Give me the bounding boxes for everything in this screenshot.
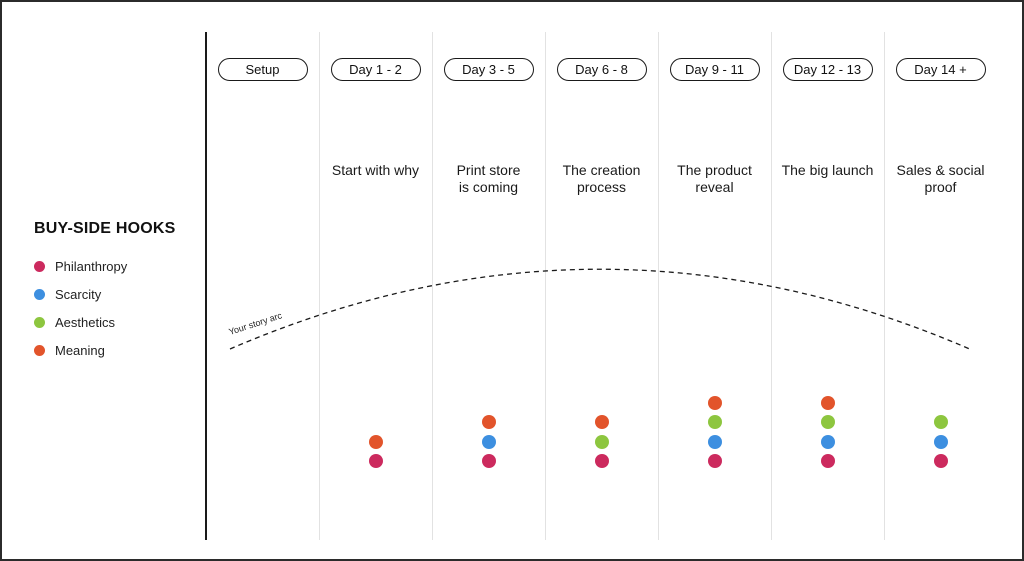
column-divider <box>432 32 433 540</box>
hook-dot-scarcity <box>481 434 496 449</box>
hook-dot-philanthropy <box>481 454 496 468</box>
stage-title: The product reveal <box>677 162 752 195</box>
stage-title: The creation process <box>562 162 641 195</box>
legend-label: Philanthropy <box>55 258 128 274</box>
hook-dot-aesthetics <box>594 434 609 449</box>
hook-dot-philanthropy <box>820 454 835 468</box>
legend-label: Scarcity <box>55 286 102 302</box>
legend-dot-scarcity <box>34 288 45 300</box>
hook-dot-meaning <box>481 415 496 429</box>
column-divider <box>884 32 885 540</box>
legend-title: BUY-SIDE HOOKS <box>34 220 176 237</box>
hook-dot-scarcity <box>820 434 835 449</box>
column-divider <box>545 32 546 540</box>
hook-dot-meaning <box>820 395 835 410</box>
timeline-axis <box>205 32 207 540</box>
legend-label: Meaning <box>55 342 105 358</box>
legend-item-meaning: Meaning <box>34 336 204 364</box>
column-divider <box>771 32 772 540</box>
column-divider <box>319 32 320 540</box>
stage-title: Start with why <box>331 162 420 178</box>
legend-dot-aesthetics <box>34 316 45 328</box>
stage-pill: Day 1 - 2 <box>330 58 421 81</box>
stage-pill: Day 9 - 11 <box>669 58 760 81</box>
legend-item-scarcity: Scarcity <box>34 280 204 308</box>
hook-dot-aesthetics <box>820 415 835 429</box>
legend-label: Aesthetics <box>55 314 115 330</box>
story-arc-label: Your story arc <box>228 310 284 337</box>
stage-pill: Setup <box>217 58 308 81</box>
legend-dot-meaning <box>34 344 45 356</box>
hook-dot-aesthetics <box>933 415 948 429</box>
hook-dot-meaning <box>368 434 383 449</box>
hook-dot-philanthropy <box>368 454 383 468</box>
hook-dot-scarcity <box>933 434 948 449</box>
column-divider <box>658 32 659 540</box>
hook-dot-meaning <box>707 395 722 410</box>
stage-pill: Day 14 + <box>895 58 986 81</box>
hook-dot-aesthetics <box>707 415 722 429</box>
hook-dot-scarcity <box>707 434 722 449</box>
stage-title: The big launch <box>781 162 874 178</box>
stage-pill: Day 12 - 13 <box>782 58 873 81</box>
hook-dot-philanthropy <box>594 454 609 468</box>
legend-dot-philanthropy <box>34 260 45 272</box>
stage-pill: Day 3 - 5 <box>443 58 534 81</box>
stage-title: Print store is coming <box>456 162 521 195</box>
legend-item-philanthropy: Philanthropy <box>34 252 204 280</box>
stage-pill: Day 6 - 8 <box>556 58 647 81</box>
hook-dot-philanthropy <box>933 454 948 468</box>
hook-dot-meaning <box>594 415 609 429</box>
story-arc-curve <box>229 268 973 351</box>
legend-item-aesthetics: Aesthetics <box>34 308 204 336</box>
hook-dot-philanthropy <box>707 454 722 468</box>
stage-title: Sales & social proof <box>896 162 985 195</box>
